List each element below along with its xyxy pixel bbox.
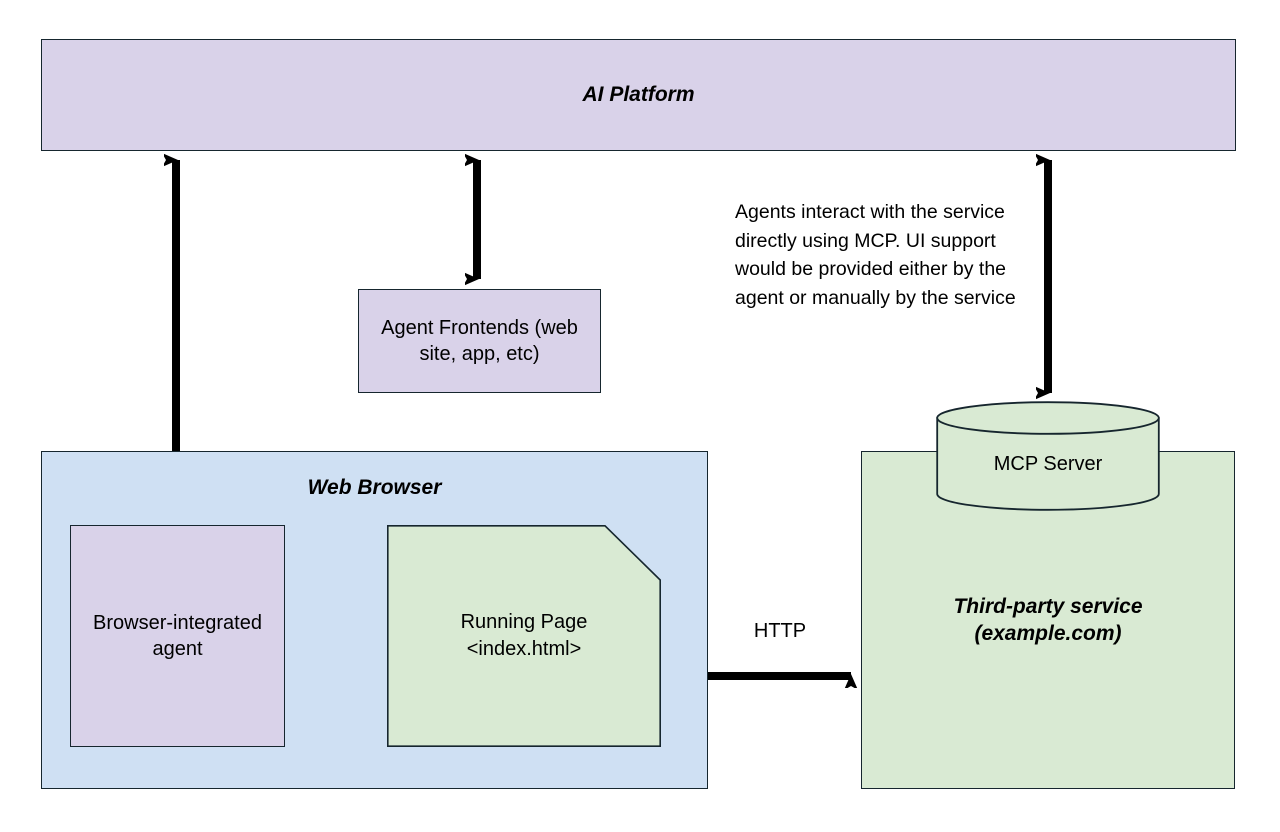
- node-ai-platform[interactable]: AI Platform: [41, 39, 1236, 151]
- node-mcp-server[interactable]: MCP Server: [936, 401, 1160, 511]
- node-mcp-server-label: MCP Server: [993, 452, 1103, 475]
- node-agent-frontends-label: Agent Frontends (web site, app, etc): [381, 317, 578, 365]
- database-cylinder-icon: [936, 401, 1160, 511]
- document-shape-icon: [387, 525, 661, 747]
- annotation-mcp-note: Agents interact with the service directl…: [735, 201, 1016, 309]
- node-running-page[interactable]: Running Page <index.html>: [387, 525, 661, 747]
- node-ai-platform-label: AI Platform: [582, 83, 695, 107]
- node-browser-integrated-agent-label: Browser-integrated agent: [93, 612, 262, 660]
- node-agent-frontends[interactable]: Agent Frontends (web site, app, etc): [358, 289, 601, 393]
- node-browser-integrated-agent[interactable]: Browser-integrated agent: [70, 525, 285, 747]
- node-third-party-service-label: Third-party service (example.com): [953, 594, 1143, 645]
- node-web-browser-label: Web Browser: [307, 476, 442, 499]
- node-running-page-label: Running Page <index.html>: [460, 611, 588, 660]
- connector-label-http: HTTP: [753, 620, 807, 642]
